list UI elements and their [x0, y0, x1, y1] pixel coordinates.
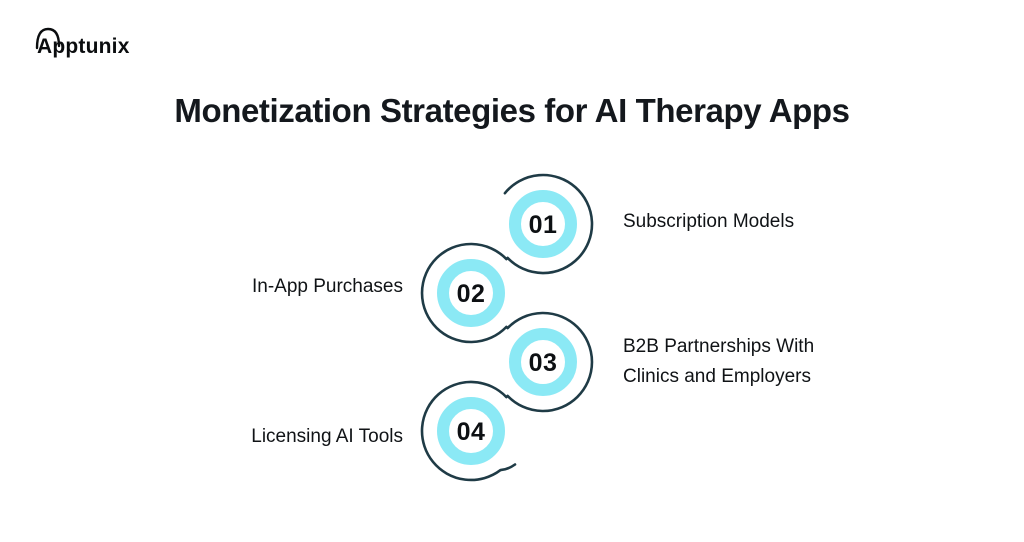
- step-label-in-app-purchases: In-App Purchases: [251, 276, 403, 297]
- step-label-licensing-ai-tools: Licensing AI Tools: [251, 426, 403, 447]
- step-label-subscription-models: Subscription Models: [623, 211, 795, 232]
- step-label-b2b-partnerships: B2B Partnerships With Clinics and Employ…: [623, 336, 815, 387]
- step-ring-04: [437, 397, 505, 465]
- step-number-04: 04: [457, 418, 486, 446]
- logo: Apptunix: [35, 26, 156, 60]
- step-number-03: 03: [529, 349, 558, 377]
- step-ring-02: [437, 259, 505, 327]
- logo-arc-icon: [35, 27, 61, 50]
- serpentine-connector-path: [420, 173, 594, 482]
- page-title: Monetization Strategies for AI Therapy A…: [174, 92, 850, 129]
- step-number-02: 02: [457, 280, 486, 308]
- step-ring-03: [509, 328, 577, 396]
- step-ring-01: [509, 190, 577, 258]
- logo-text: Apptunix: [37, 35, 130, 58]
- step-number-01: 01: [529, 211, 558, 239]
